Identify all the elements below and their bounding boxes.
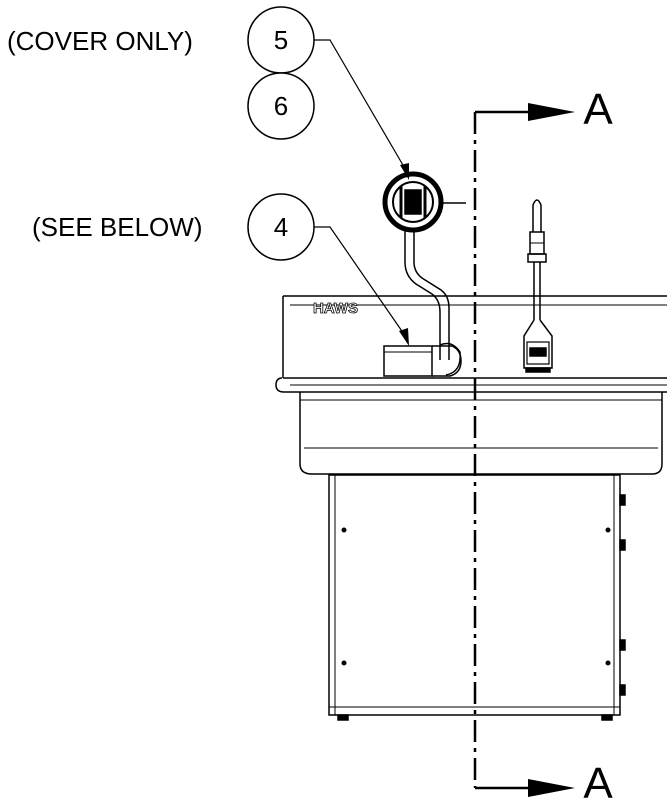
- section-letter-top: A: [583, 85, 613, 134]
- svg-text:5: 5: [274, 25, 288, 55]
- callout-6: 6: [247, 72, 315, 140]
- cabinet-screws: [341, 527, 611, 666]
- basin-bowl: [299, 392, 663, 475]
- bubbler-fixture: [523, 199, 553, 373]
- callout-4: 4: [247, 193, 315, 261]
- eyewash-head: [382, 171, 466, 233]
- leader-line-4: [314, 226, 407, 338]
- leader-line-5: [314, 39, 408, 173]
- svg-text:4: 4: [274, 212, 288, 242]
- section-line: [473, 110, 540, 790]
- section-arrow-top: [528, 103, 575, 121]
- eyewash-pipe: [404, 230, 461, 376]
- leader-arrow-5: [400, 163, 409, 180]
- leader-arrow-4: [399, 328, 409, 346]
- callout-5-note: (COVER ONLY): [7, 26, 193, 56]
- brand-label: HAWS: [313, 300, 358, 317]
- section-letter-bottom: A: [583, 759, 613, 804]
- svg-text:6: 6: [274, 91, 288, 121]
- section-arrow-bottom: [528, 779, 575, 797]
- callout-5: 5: [247, 6, 315, 74]
- valve-block: [383, 345, 462, 377]
- callout-4-note: (SEE BELOW): [32, 212, 202, 242]
- cabinet: [328, 474, 626, 721]
